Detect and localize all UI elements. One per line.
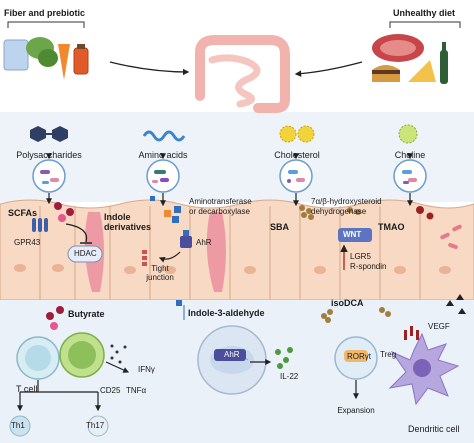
tnfa-label: TNFα: [126, 386, 147, 395]
hsd-label-line2: dehydrogenase: [311, 207, 367, 216]
hdac-box: [67, 245, 103, 263]
rspondin-label: R-spondin: [350, 262, 387, 271]
intestine-illustration: [195, 35, 290, 113]
lumen-band: [0, 112, 474, 202]
treg-cell-illustration: [334, 336, 378, 380]
indole-label-line2: derivatives: [104, 222, 152, 232]
microbe-circle-2: [146, 159, 180, 193]
polysaccharides-label: Polysaccharides: [16, 150, 82, 160]
amino-acids-label: Amino acids: [138, 150, 188, 160]
tight-junction-line1: Tight: [151, 264, 169, 273]
unhealthy-food-icon: [372, 34, 448, 84]
ahr-receptor: [180, 230, 192, 248]
pathway-arrows: [46, 153, 413, 207]
rorgt-label: RORγt: [347, 352, 371, 361]
hdac-inhibition-line: [65, 223, 88, 243]
indole-aldehyde-label: Indole-3-aldehyde: [188, 308, 265, 318]
unhealthy-title: Unhealthy diet: [393, 8, 456, 18]
indole-label-line1: Indole: [104, 212, 131, 222]
hsd-label-line1: 7α/β-hydroxysteroid: [311, 197, 382, 206]
dendritic-cell-illustration: [388, 326, 460, 406]
ahr-nucleus-label: AhR: [224, 350, 240, 359]
indole-aldehyde-square: [176, 300, 182, 306]
tmao-molecules: [416, 206, 462, 250]
choline-icon: [398, 124, 418, 144]
cytokine-dots: [110, 344, 127, 364]
microbe-circle-3: [279, 159, 313, 193]
t-cell-label: T cell: [16, 384, 38, 394]
bacteria-glyphs: [40, 170, 417, 184]
butyrate-label: Butyrate: [68, 309, 105, 319]
t-cell-illustration: [16, 336, 60, 380]
scfa-molecules: [54, 202, 74, 222]
fiber-bracket: [7, 21, 85, 28]
diet-arrows: [109, 61, 363, 77]
th1-cell: [9, 415, 31, 437]
unhealthy-bracket: [389, 21, 461, 28]
vegf-label: VEGF: [428, 322, 450, 331]
microbe-circle-1: [32, 159, 66, 193]
cholesterol-label: Cholesterol: [274, 150, 320, 160]
th17-label: Th17: [86, 421, 105, 430]
microbe-circle-4: [393, 159, 427, 193]
th17-cell: [87, 415, 109, 437]
wnt-label: WNT: [343, 230, 362, 239]
tight-junction: [142, 250, 147, 266]
isodca-label: isoDCA: [331, 298, 364, 308]
amino-acid-icon: [142, 130, 186, 142]
epithelium-layer: [0, 199, 474, 301]
differentiation-arrows: [17, 361, 130, 412]
cd25-label: CD25: [100, 386, 121, 395]
gpr43-receptor: [32, 218, 48, 232]
choline-label: Choline: [394, 150, 426, 160]
th1-label: Th1: [11, 421, 25, 430]
indole-molecules: [150, 196, 181, 223]
fiber-food-icon: [3, 37, 89, 80]
aminotransferase-label: Aminotransferase: [189, 197, 252, 206]
fiber-title: Fiber and prebiotic: [4, 8, 86, 18]
sba-molecules: [299, 205, 361, 220]
il22-molecules: [275, 347, 293, 369]
decarboxylase-label: or decarboxylase: [189, 207, 250, 216]
hdac-label: HDAC: [74, 249, 97, 258]
ahr-arrow: [158, 251, 181, 263]
vegf-triangles: [446, 294, 466, 314]
sba-label: SBA: [270, 222, 290, 232]
treg-label: Treg: [380, 350, 397, 359]
isodca-molecules: [321, 307, 391, 323]
activated-cell-illustration: [59, 332, 105, 378]
butyrate-molecules: [46, 306, 64, 330]
gpr43-label: GPR43: [14, 238, 41, 247]
scfas-label: SCFAs: [8, 208, 38, 218]
dendritic-cell-label: Dendritic cell: [408, 424, 460, 434]
cholesterol-icon: [279, 125, 315, 143]
il22-label: IL-22: [280, 372, 299, 381]
polysaccharide-icon: [30, 126, 68, 142]
ifng-label: IFNγ: [138, 365, 155, 374]
ahr-label: AhR: [196, 238, 212, 247]
tmao-label: TMAO: [378, 222, 405, 232]
lgr5-label: LGR5: [350, 252, 371, 261]
ahr-cell-illustration: [197, 325, 272, 395]
wnt-box: [338, 228, 372, 242]
expansion-label: Expansion: [337, 406, 375, 415]
microbe-circles: [32, 159, 427, 193]
tight-junction-line2: junction: [146, 273, 174, 282]
